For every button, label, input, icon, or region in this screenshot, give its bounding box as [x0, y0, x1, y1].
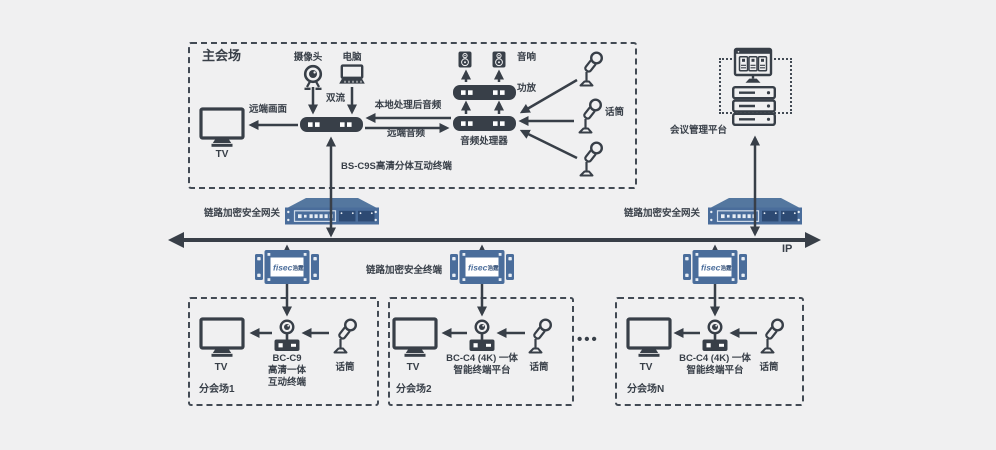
fisec-brand-cn-text: 浩霆 [293, 264, 305, 272]
fisec-brand-cn-text: 浩霆 [488, 264, 500, 272]
fisec-brand-cn-text: 浩霆 [721, 264, 733, 272]
main-room-title: 主会场 [202, 48, 242, 63]
camera-label: 摄像头 [293, 52, 323, 63]
fisec-brand-text: fisec [701, 263, 721, 273]
mic-label: 话筒 [335, 362, 355, 373]
arrow-mic3-to-processor [519, 129, 578, 160]
ip-label: IP [782, 243, 793, 255]
mic-label-main: 话筒 [605, 107, 625, 118]
mic-label: 话筒 [759, 362, 779, 373]
fisec-terminal-icon: fisec 浩霆 [255, 250, 319, 284]
branch-terminal-label-line2: 高清一体 [267, 365, 307, 376]
arrow-mic1-to-processor [519, 78, 578, 114]
tv-label: TV [214, 362, 228, 373]
branch-terminal-label-line2: 智能终端平台 [686, 365, 744, 376]
management-platform-label: 会议管理平台 [670, 125, 728, 136]
main-room-box [188, 42, 637, 189]
left-gateway-label: 链路加密安全网关 [204, 208, 281, 219]
tv-label: TV [215, 149, 229, 160]
remote-view-label: 远端画面 [249, 104, 288, 115]
amplifier-label: 功放 [517, 83, 537, 94]
audio-processor-label: 音频处理器 [460, 136, 508, 147]
branch-room-n-box [615, 297, 804, 406]
computer-label: 电脑 [342, 52, 362, 63]
branch-terminal-label-line2: 智能终端平台 [453, 365, 511, 376]
tv-label: TV [639, 362, 653, 373]
speakers-label: 音响 [517, 52, 537, 63]
branch-room-2-title: 分会场2 [396, 384, 432, 395]
local-audio-label: 本地处理后音频 [374, 100, 442, 111]
branch-terminal-label-line1: BC-C4 (4K) 一体 [679, 353, 751, 364]
tv-label: TV [406, 362, 420, 373]
remote-audio-label: 远端音频 [386, 128, 426, 139]
fisec-brand-text: fisec [273, 263, 293, 273]
branch-room-1-box [188, 297, 379, 406]
mic-label: 话筒 [529, 362, 549, 373]
fisec-terminal-icon: fisec 浩霆 [450, 250, 514, 284]
fisec-brand-text: fisec [468, 263, 488, 273]
branch-room-n-title: 分会场N [627, 384, 665, 395]
branch-terminal-label-line1: BC-C9 [272, 353, 302, 364]
more-rooms-ellipsis: ••• [577, 331, 599, 348]
right-gateway-label: 链路加密安全网关 [624, 208, 701, 219]
branch-terminal-label-line3: 互动终端 [267, 377, 307, 388]
branch-terminal-label-line1: BC-C4 (4K) 一体 [446, 353, 518, 364]
fisec-terminal-icon: fisec 浩霆 [683, 250, 747, 284]
encrypted-terminal-label: 链路加密安全终端 [366, 265, 443, 276]
dual-stream-label: 双流 [326, 93, 346, 104]
main-terminal-label: BS-C9S高清分体互动终端 [341, 161, 452, 172]
branch-room-1-title: 分会场1 [199, 384, 235, 395]
